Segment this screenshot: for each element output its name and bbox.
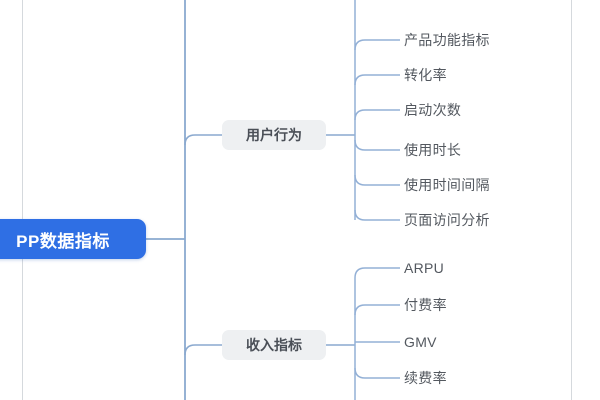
branch-node-label: 收入指标 — [246, 337, 302, 353]
branch-connector-1 — [184, 344, 222, 356]
branch-node-user-behavior[interactable]: 用户行为 — [222, 120, 326, 150]
leaf-node[interactable]: ARPU — [404, 260, 445, 276]
leaf-connector-1-3 — [354, 367, 400, 379]
branch-node-label: 用户行为 — [246, 127, 302, 143]
leaf-connector-0-4 — [354, 174, 400, 186]
leaf-node[interactable]: 续费率 — [404, 370, 447, 386]
leaf-node[interactable]: 使用时间间隔 — [404, 177, 490, 193]
leaf-connector-0-0 — [354, 39, 400, 51]
root-node-label: PP数据指标 — [16, 231, 110, 251]
root-node[interactable]: PP数据指标 — [0, 219, 146, 259]
branch-node-revenue[interactable]: 收入指标 — [222, 330, 326, 360]
leaf-node[interactable]: 付费率 — [404, 297, 447, 313]
leaf-node[interactable]: 页面访问分析 — [404, 212, 490, 228]
leaf-node[interactable]: 产品功能指标 — [404, 32, 490, 48]
leaf-connector-0-2 — [354, 109, 400, 121]
leaf-connector-0-5 — [354, 209, 400, 221]
leaf-node[interactable]: 转化率 — [404, 67, 447, 83]
branch-connector-0 — [184, 134, 222, 146]
leaf-node[interactable]: 使用时长 — [404, 142, 462, 158]
leaf-connector-0-3 — [354, 139, 400, 151]
leaf-connector-1-1 — [354, 304, 400, 316]
leaf-connector-0-1 — [354, 74, 400, 86]
leaf-node[interactable]: GMV — [404, 334, 437, 350]
page-guide-line-right — [571, 0, 572, 400]
leaf-connector-1-0 — [354, 267, 400, 279]
leaf-node[interactable]: 启动次数 — [404, 102, 462, 118]
page-guide-line-left — [22, 0, 23, 400]
